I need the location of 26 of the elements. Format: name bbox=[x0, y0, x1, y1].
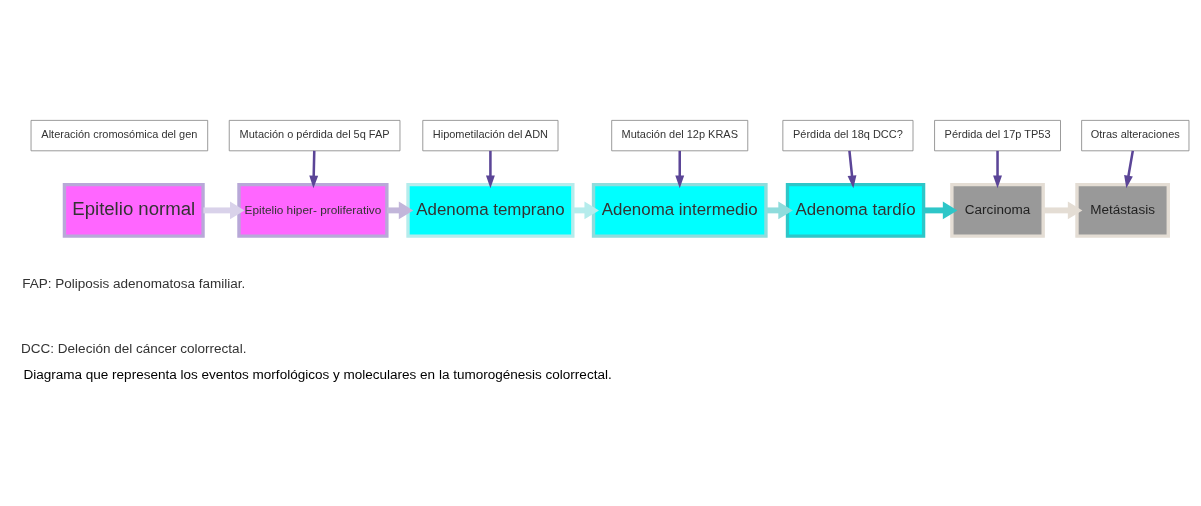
node-box: Adenoma temprano bbox=[406, 182, 575, 238]
arrow bbox=[993, 150, 1002, 188]
label: FAP: Poliposis adenomatosa familiar. bbox=[22, 275, 246, 291]
node-box: Alteración cromosómica del gen bbox=[30, 119, 209, 151]
node-box: Metástasis bbox=[1075, 182, 1170, 238]
node-box: Otras alteraciones bbox=[1081, 119, 1190, 151]
arrow bbox=[485, 150, 495, 188]
arrow bbox=[675, 150, 685, 188]
node-box: Mutación o pérdida del 5q FAP bbox=[228, 119, 401, 151]
node-box: Adenoma tardío bbox=[785, 182, 926, 238]
node-box: Pérdida del 18q DCC? bbox=[782, 119, 914, 151]
arrow bbox=[847, 150, 857, 188]
node-box: Carcinoma bbox=[950, 182, 1045, 238]
node-box: Epitelio normal bbox=[62, 182, 205, 238]
node-box: Epitelio hiper- proliferativo bbox=[237, 182, 389, 238]
node-box: Pérdida del 17p TP53 bbox=[934, 119, 1061, 151]
arrow bbox=[309, 150, 319, 188]
arrow bbox=[203, 201, 245, 219]
arrow bbox=[923, 201, 958, 219]
caption: Diagrama que representa los eventos morfológicos y moleculares en la tumorogénesis colorrectal. bbox=[23, 366, 612, 382]
arrow bbox=[1124, 150, 1135, 188]
node-box: Adenoma intermedio bbox=[591, 182, 768, 238]
label: DCC: Deleción del cáncer colorrectal. bbox=[21, 340, 247, 356]
arrow bbox=[1043, 201, 1083, 219]
node-box: Mutación del 12p KRAS bbox=[611, 119, 749, 151]
node-box: Hipometilación del ADN bbox=[422, 119, 559, 151]
